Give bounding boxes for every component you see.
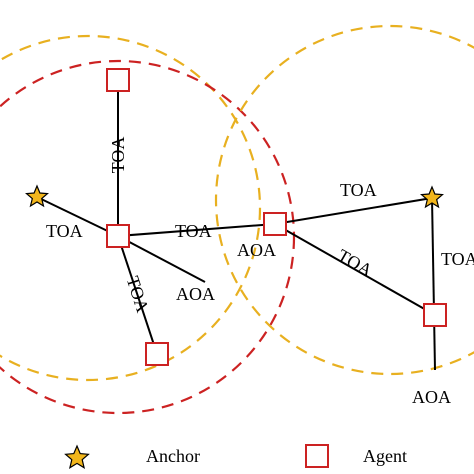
- agent-bottom: [145, 342, 169, 366]
- label-toa-vertical: TOA: [108, 137, 128, 174]
- label-toa-center: TOA: [175, 221, 212, 241]
- legend-anchor-label: Anchor: [146, 446, 200, 466]
- star-icon: [64, 444, 90, 469]
- edge-center-to-bottom-agent: [117, 235, 158, 355]
- edge-mid-to-right-agent: [274, 223, 436, 316]
- label-toa-diagonal-lower: TOA: [123, 274, 153, 315]
- label-toa-right-vertical: TOA: [441, 249, 474, 269]
- range-ring-red-left: [0, 59, 296, 415]
- range-ring-gold-left: [0, 34, 262, 382]
- agent-center: [106, 224, 130, 248]
- anchor-left: [25, 184, 49, 208]
- label-toa-top-right: TOA: [340, 180, 377, 200]
- anchor-right: [420, 185, 444, 209]
- label-aoa-bottom-right: AOA: [412, 387, 451, 407]
- label-aoa-center: AOA: [176, 284, 215, 304]
- edge-center-aoa: [117, 235, 206, 283]
- edge-anchor-left-to-center: [36, 196, 119, 237]
- legend-agent-label: Agent: [363, 446, 407, 466]
- range-ring-gold-right: [214, 24, 474, 376]
- legend: Anchor Agent: [64, 444, 407, 469]
- label-aoa-mid: AOA: [237, 240, 276, 260]
- agent-mid: [263, 212, 287, 236]
- edge-anchor-right-vertical: [431, 197, 436, 371]
- edge-center-to-mid: [117, 223, 276, 237]
- label-toa-right-diagonal: TOA: [334, 245, 376, 281]
- agent-top: [106, 68, 130, 92]
- label-toa-left: TOA: [46, 221, 83, 241]
- square-icon: [305, 444, 329, 468]
- agent-right: [423, 303, 447, 327]
- edge-mid-to-anchor-right: [274, 197, 433, 225]
